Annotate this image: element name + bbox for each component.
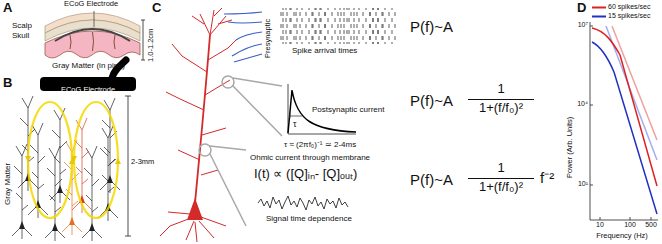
illustration-part [233,78,282,136]
leader-line [94,11,95,27]
annotation-label: Skull [12,31,29,40]
annotation-label: Gray Matter [3,163,12,205]
axis-tick: 10 [590,221,610,229]
annotation-label: Postsynaptic current [312,105,384,114]
formula-text: I(t) ∝ ([Q]ᵢₙ- [Q]ₒᵤₜ) [254,167,357,182]
legend-line [592,7,606,9]
formula-text: f⁻² [540,169,554,186]
axis-tick: 10⁴ [570,100,588,108]
annotation-label: Spike arrival times [292,46,357,55]
ecog-strip [55,29,130,41]
formula-text: τ ≈ (2πf₀)⁻¹ ≃ 2-4ms [284,140,356,149]
spike-raster [280,8,396,44]
annotation-label: Signal time dependence [266,214,352,223]
panel-letter: B [3,76,12,91]
electrode-body: ECoG Electrode [40,77,136,91]
annotation-label: Power (Arb. Units) [566,117,575,178]
electrode-label: ECoG Electrode [61,86,115,95]
illustration-part [592,42,657,214]
formula-text: P(f)~A [410,92,453,109]
pyramidal-neuron [160,8,236,242]
presynaptic-axon [224,12,262,62]
legend-label: 15 spikes/sec [608,12,650,20]
spectrum-plot [590,8,658,221]
zoom-callout [199,76,282,226]
illustration-part [222,76,234,88]
current-loop [28,102,72,218]
illustration-part [195,35,210,203]
annotation-label: Frequency (Hz) [592,232,652,241]
noise-trace [258,196,348,210]
formula-text: P(f)~A [410,171,453,188]
annotation-label: Ohmic current through membrane [250,153,370,162]
panel-letter: C [152,1,161,16]
annotation-label: 1.0-1.2cm [147,29,156,62]
legend-label: 60 spikes/sec [608,3,650,11]
annotation-label: Gray Matter (in pink) [52,61,125,70]
annotation-label: τ [293,119,297,129]
axis-tick: 1 [466,161,536,176]
head-section [45,11,145,60]
annotation-label: 2-3mm [131,158,154,167]
cortex-section [12,60,131,241]
tau-marker [290,114,302,118]
illustration-part [187,198,203,220]
current-arrow [25,156,121,164]
annotation-label: Scalp [12,21,32,30]
current-loop [74,102,118,218]
formula-text: 1+(f/f₀)² [466,180,536,195]
annotation-label: ECoG Electrode [64,0,118,9]
sulcus [70,32,115,51]
panel-letter: D [577,1,586,16]
illustration-part [590,22,658,220]
illustration-part [160,8,236,242]
panel-letter: A [3,1,12,16]
formula-text: P(f)~A [410,18,453,35]
illustration-part [199,144,211,156]
gray-matter [45,31,140,58]
axis-tick: 10⁷ [570,21,588,29]
legend-line [592,16,606,18]
annotation-label: Presynaptic [264,19,273,58]
axis-tick: 1 [466,82,536,97]
neuron [28,123,48,218]
axis-tick: 10¹ [570,180,588,188]
illustration-part [210,146,246,226]
neuron [45,146,65,241]
illustration-part [612,26,657,140]
spike-raster [280,8,396,44]
scale-bar [141,20,145,60]
scale-bar [125,96,131,236]
axis-tick: 500 [642,221,660,229]
axis-tick: 100 [620,221,640,229]
neuron [82,146,102,241]
formula-text: 1+(f/f₀)² [466,101,536,116]
